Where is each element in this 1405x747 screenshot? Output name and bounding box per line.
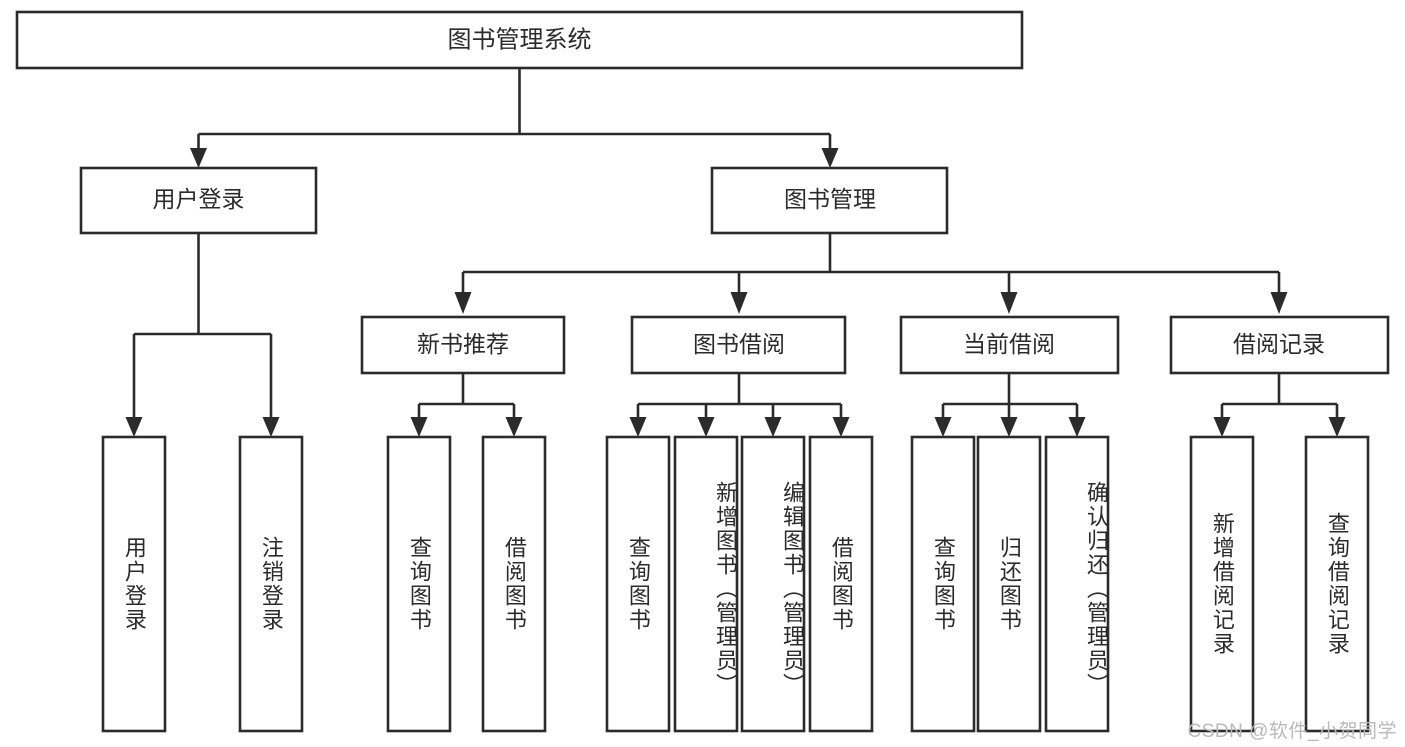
- connectors-book-manage-to-level3: [454, 233, 1288, 314]
- node-book-manage-label: 图书管理: [784, 186, 876, 212]
- arrow-head-user-login: [190, 148, 207, 168]
- node-user-login[interactable]: [79, 166, 318, 235]
- leaf-box-query-record[interactable]: [1304, 435, 1370, 733]
- arrow-head-query-book-2: [629, 417, 647, 437]
- node-user-login-label: 用户登录: [153, 186, 245, 212]
- arrow-head-leaf-user-login: [125, 417, 143, 437]
- arrow-head-borrow-book-2: [832, 417, 850, 437]
- connectors-new-book-to-leaves: [410, 373, 523, 437]
- leaf-box-add-book[interactable]: [673, 435, 739, 733]
- connectors-user-login-to-leaves: [125, 233, 280, 437]
- arrow-head-query-book-1: [410, 417, 428, 437]
- leaf-box-borrow-book-2[interactable]: [808, 435, 874, 733]
- leaf-box-edit-book[interactable]: [740, 435, 806, 733]
- leaf-box-user-login[interactable]: [101, 435, 167, 733]
- node-new-book-recommend-label: 新书推荐: [417, 331, 509, 357]
- connectors-book-borrow-to-leaves: [629, 373, 850, 437]
- arrow-head-borrow-record: [1270, 292, 1288, 314]
- node-book-borrow-label: 图书借阅: [693, 331, 785, 357]
- node-root-system[interactable]: [15, 10, 1024, 70]
- arrow-head-add-book: [697, 417, 715, 437]
- arrow-head-book-borrow: [730, 292, 748, 314]
- leaf-box-query-book-3[interactable]: [910, 435, 976, 733]
- node-current-borrow[interactable]: [899, 315, 1120, 375]
- connectors-current-borrow-to-leaves: [934, 373, 1086, 437]
- leaf-box-logout[interactable]: [238, 435, 304, 733]
- csdn-watermark: CSDN @软件_小贺同学: [1187, 721, 1397, 742]
- leaf-box-add-record[interactable]: [1189, 435, 1255, 733]
- node-borrow-record[interactable]: [1169, 315, 1390, 375]
- arrow-head-book-manage: [821, 148, 839, 168]
- leaf-box-query-book-1[interactable]: [386, 435, 452, 733]
- arrow-head-new-book: [454, 292, 472, 314]
- arrow-head-edit-book: [764, 417, 782, 437]
- node-borrow-record-label: 借阅记录: [1233, 331, 1325, 357]
- arrow-head-query-record: [1328, 417, 1346, 437]
- leaf-box-return-book[interactable]: [976, 435, 1042, 733]
- node-book-borrow[interactable]: [630, 315, 847, 375]
- leaf-box-borrow-book-1[interactable]: [481, 435, 547, 733]
- arrow-head-current-borrow: [1000, 292, 1018, 314]
- arrow-head-leaf-logout: [262, 417, 280, 437]
- arrow-head-return-book: [1000, 417, 1018, 437]
- node-new-book-recommend[interactable]: [360, 315, 566, 375]
- node-current-borrow-label: 当前借阅: [963, 331, 1055, 357]
- level3-boxes: [360, 315, 1390, 375]
- arrow-head-add-record: [1213, 417, 1231, 437]
- connectors-borrow-record-to-leaves: [1213, 373, 1346, 437]
- leaf-box-query-book-2[interactable]: [605, 435, 671, 733]
- connectors-root-to-level2: [190, 68, 839, 168]
- node-root-system-label: 图书管理系统: [448, 26, 592, 53]
- arrow-head-borrow-book-1: [505, 417, 523, 437]
- leaf-box-confirm-return[interactable]: [1044, 435, 1110, 733]
- leaf-boxes: [101, 435, 1370, 733]
- arrow-head-confirm-return: [1068, 417, 1086, 437]
- arrow-head-query-book-3: [934, 417, 952, 437]
